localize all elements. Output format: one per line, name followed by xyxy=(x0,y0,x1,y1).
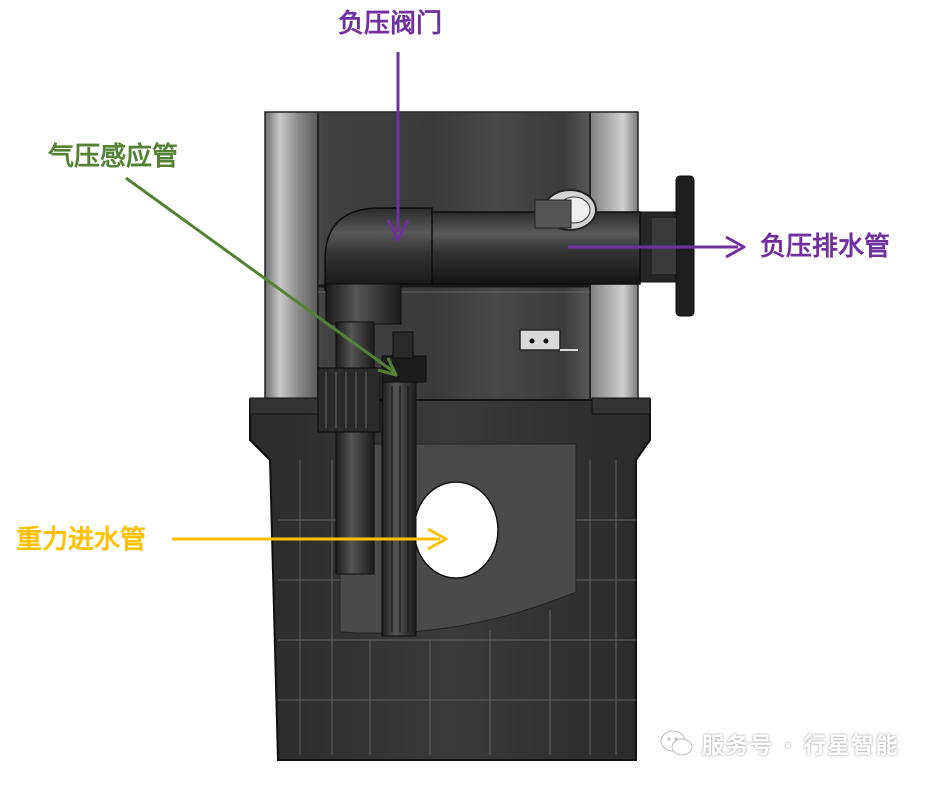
gravity-inlet-label: 重力进水管 xyxy=(16,525,147,555)
gravity-arrow xyxy=(172,527,448,551)
sensor-tube-label: 气压感应管 xyxy=(48,142,179,172)
drain-arrow xyxy=(568,235,746,259)
sensor-tube xyxy=(381,331,427,637)
valve-arrow xyxy=(386,52,410,242)
lower-tank xyxy=(249,397,651,761)
watermark: 服务号 · 行星智能 xyxy=(660,728,900,760)
drain-pipe-label: 负压排水管 xyxy=(760,232,891,262)
vertical-pipes xyxy=(317,321,381,575)
watermark-text: 服务号 · 行星智能 xyxy=(702,734,900,759)
sensor-arrow xyxy=(125,176,398,377)
valve-label: 负压阀门 xyxy=(338,9,443,39)
wechat-icon xyxy=(660,730,693,756)
